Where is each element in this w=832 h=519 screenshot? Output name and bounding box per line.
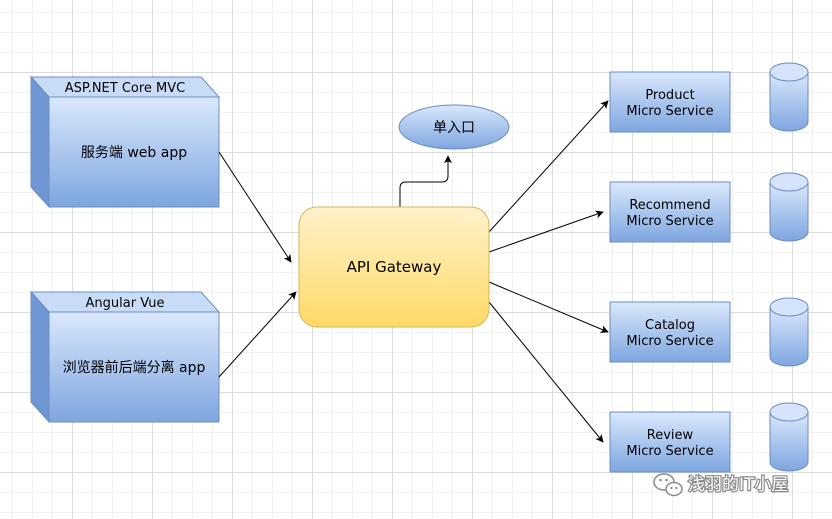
database-icon <box>769 62 809 132</box>
edge-gateway-to-product <box>488 100 609 233</box>
client-label: 服务端 web app <box>81 145 187 161</box>
client-title: ASP.NET Core MVC <box>65 81 186 96</box>
service-name: Catalog <box>645 318 695 333</box>
service-node-recommend[interactable]: Recommend Micro Service <box>609 181 731 243</box>
service-node-product[interactable]: Product Micro Service <box>609 71 731 133</box>
api-gateway-node[interactable]: API Gateway <box>298 206 490 328</box>
service-name: Product <box>645 88 694 103</box>
entry-node[interactable]: 单入口 <box>398 104 510 150</box>
client-label: 浏览器前后端分离 app <box>63 359 206 376</box>
service-node-review[interactable]: Review Micro Service <box>609 411 731 473</box>
database-icon <box>769 172 809 242</box>
client-node-spa[interactable]: Angular Vue 浏览器前后端分离 app <box>29 290 221 424</box>
service-type: Micro Service <box>626 334 713 349</box>
edge-gateway-to-catalog <box>488 281 609 333</box>
service-node-catalog[interactable]: Catalog Micro Service <box>609 301 731 363</box>
database-icon <box>769 297 809 367</box>
edge-spa-to-gateway <box>218 291 297 378</box>
service-name: Recommend <box>629 198 710 213</box>
edge-gateway-to-recommend <box>488 210 604 253</box>
edge-gateway-to-review <box>488 301 604 443</box>
entry-label: 单入口 <box>433 120 475 136</box>
watermark: 浅羽的IT小屋 <box>653 473 790 497</box>
service-name: Review <box>647 428 694 443</box>
service-type: Micro Service <box>626 444 713 459</box>
edge-gateway-to-entry <box>399 155 452 207</box>
gateway-label: API Gateway <box>347 258 442 276</box>
client-title: Angular Vue <box>86 296 165 311</box>
client-node-mvc[interactable]: ASP.NET Core MVC 服务端 web app <box>29 75 221 209</box>
service-type: Micro Service <box>626 214 713 229</box>
service-type: Micro Service <box>626 104 713 119</box>
edge-mvc-to-gateway <box>218 151 292 263</box>
database-icon <box>769 402 809 472</box>
wechat-icon <box>653 473 683 497</box>
watermark-text: 浅羽的IT小屋 <box>688 475 788 495</box>
